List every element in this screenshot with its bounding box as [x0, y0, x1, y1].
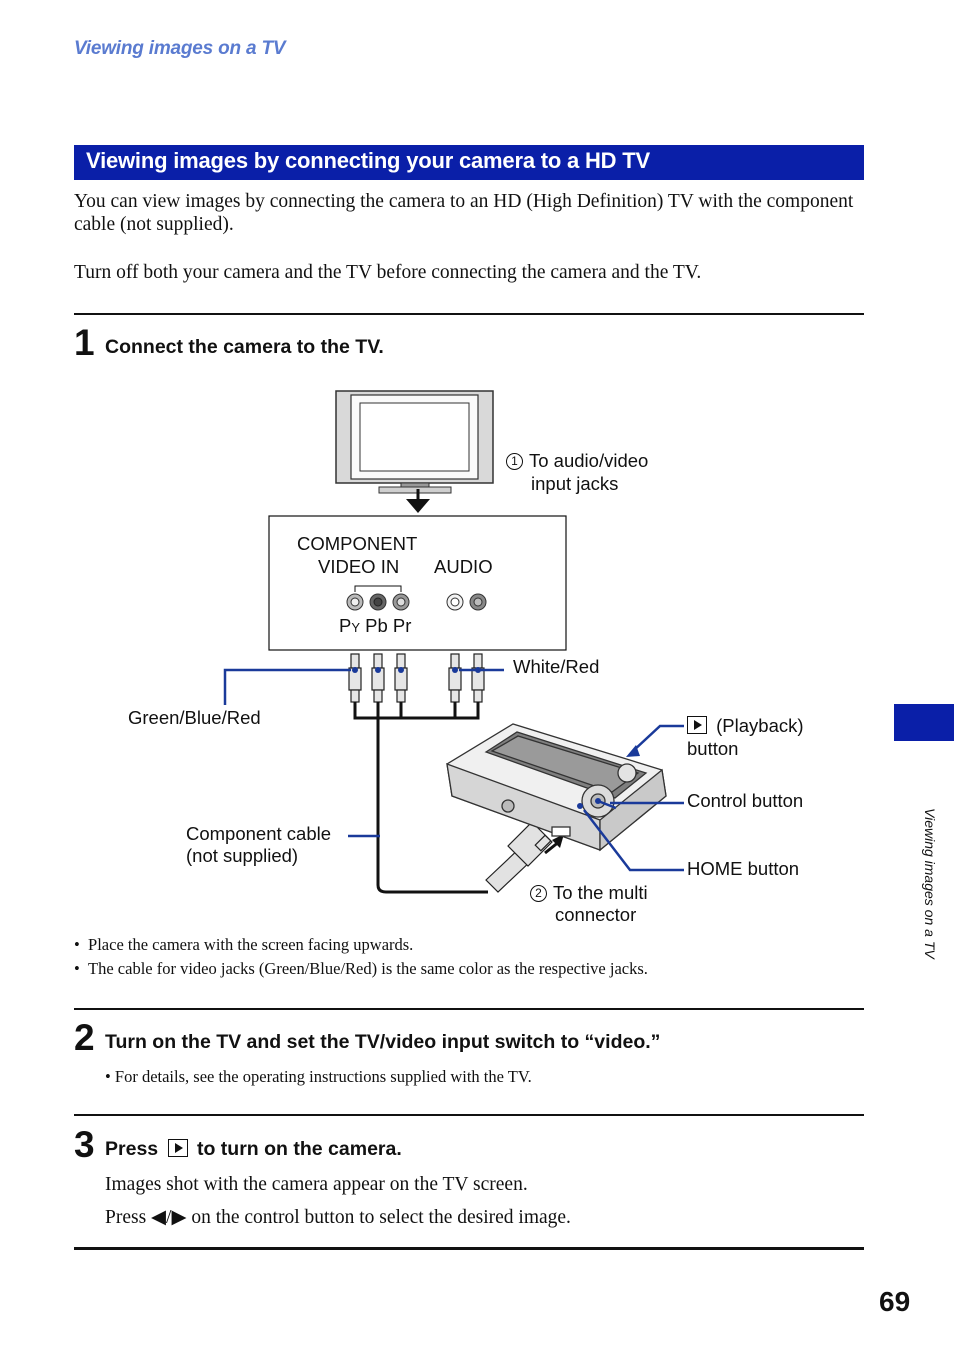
step-3-title-before: Press — [105, 1138, 159, 1160]
callout-2-line1: To the multi — [553, 882, 648, 903]
callout-2: 2 To the multi — [530, 882, 648, 904]
step-3-title: Press to turn on the camera. — [105, 1138, 402, 1161]
component-label: COMPONENT — [297, 533, 418, 554]
audio-label: AUDIO — [434, 556, 493, 577]
py-label: P — [339, 615, 352, 636]
component-cable-label-1: Component cable — [186, 823, 332, 844]
page-number: 69 — [879, 1286, 911, 1317]
callout-1: 1 To audio/video — [506, 450, 648, 472]
playback-callout: (Playback) — [687, 715, 804, 737]
video-in-label: VIDEO IN — [318, 556, 400, 577]
intro-paragraph-2: Turn off both your camera and the TV bef… — [74, 262, 702, 283]
callout-2-number: 2 — [530, 885, 547, 902]
step-2-number: 2 — [74, 1017, 95, 1058]
green-blue-red-label: Green/Blue/Red — [128, 707, 261, 728]
step-2-note-1: • For details, see the operating instruc… — [105, 1067, 532, 1086]
note-text: The cable for video jacks (Green/Blue/Re… — [88, 959, 648, 978]
divider — [74, 1247, 864, 1250]
callout-2-line2: connector — [555, 904, 637, 925]
plug-white — [448, 653, 462, 703]
playback-label: (Playback) — [716, 715, 804, 736]
control-button-label: Control button — [687, 790, 804, 811]
step-3-title-after: to turn on the camera. — [196, 1138, 402, 1160]
note-text: Place the camera with the screen facing … — [88, 935, 414, 954]
component-cable-label-2: (not supplied) — [186, 845, 299, 866]
divider — [74, 1008, 864, 1010]
tv-illustration — [335, 390, 494, 494]
step-1-title: Connect the camera to the TV. — [105, 336, 384, 358]
jack-labels: PY Pb Pr — [339, 615, 411, 639]
step-1-number: 1 — [74, 322, 95, 363]
step-3-body-1: Images shot with the camera appear on th… — [105, 1174, 528, 1195]
divider — [74, 313, 864, 315]
camera-illustration — [446, 723, 667, 852]
note-text: For details, see the operating instructi… — [114, 1067, 532, 1086]
callout-1-number: 1 — [506, 453, 523, 470]
pb-pr-label: Pb Pr — [360, 615, 412, 636]
plug-blue — [371, 653, 385, 703]
step-1-note-2: • The cable for video jacks (Green/Blue/… — [74, 959, 648, 978]
intro-paragraph-1: You can view images by connecting the ca… — [74, 191, 854, 235]
step-1-note-1: • Place the camera with the screen facin… — [74, 935, 414, 954]
divider — [74, 1114, 864, 1116]
playback-icon — [687, 716, 707, 734]
step-3-body-2: Press ◀/▶ on the control button to selec… — [105, 1207, 571, 1228]
playback-button-label: button — [687, 738, 739, 759]
white-red-label: White/Red — [513, 656, 600, 677]
playback-icon — [167, 1139, 188, 1157]
plug-audio-red — [471, 653, 485, 703]
callout-1-line2: input jacks — [531, 473, 619, 494]
step-2-title: Turn on the TV and set the TV/video inpu… — [105, 1031, 661, 1053]
py-subscript: Y — [351, 620, 361, 635]
running-head: Viewing images on a TV — [74, 38, 286, 59]
section-title-bar: Viewing images by connecting your camera… — [74, 145, 864, 180]
side-label: Viewing images on a TV — [922, 808, 938, 959]
side-tab[interactable] — [894, 704, 954, 741]
home-button-label: HOME button — [687, 858, 800, 879]
plug-red — [394, 653, 408, 703]
step-3-number: 3 — [74, 1124, 95, 1165]
callout-1-line1: To audio/video — [529, 450, 649, 471]
plug-green — [348, 653, 362, 703]
